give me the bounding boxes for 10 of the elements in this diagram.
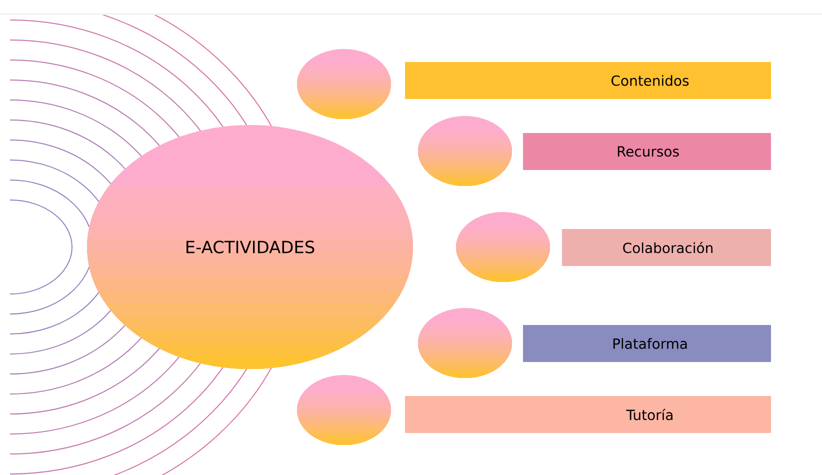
label-bar: Tutoría [405,396,771,433]
circle [456,212,550,282]
circle [297,49,391,119]
label-bar: Contenidos [405,62,771,99]
circle [418,116,512,186]
label-bar: Plataforma [523,325,771,362]
circle [418,308,512,378]
label-bar: Colaboración [562,229,771,266]
circle [297,375,391,445]
label-bar: Recursos [523,133,771,170]
